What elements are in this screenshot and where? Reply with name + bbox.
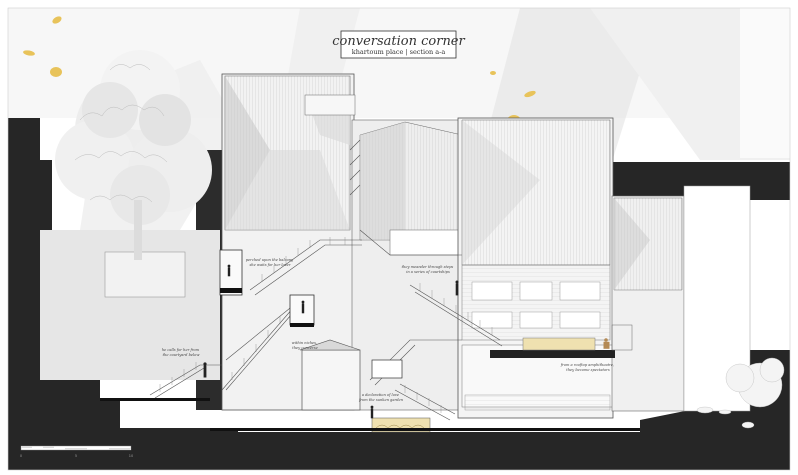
annotation-garden: a declaration of love from the sunken ga… (358, 393, 404, 402)
right-building (457, 117, 615, 419)
tree (55, 50, 212, 260)
lower-gable-building (299, 339, 361, 411)
title-place: khartoum place (352, 48, 404, 56)
human-figures (203, 264, 610, 419)
title-block: conversation corner khartoum place|secti… (332, 30, 466, 59)
annotation-steps: they meander through steps in a series o… (402, 265, 455, 274)
title-separator: | (405, 48, 407, 56)
shrub (696, 357, 785, 429)
title-sub: khartoum place|section a-a (352, 48, 446, 56)
annotation-amphitheatre: from a rooftop amphitheatre, they become… (560, 363, 615, 372)
stair-balustrades (159, 237, 493, 413)
staircases (149, 139, 503, 421)
rooftop-amphitheatre (490, 324, 633, 358)
scale-label-5: 5 (75, 454, 77, 458)
annotations: perched upon the balcony she waits for h… (162, 258, 615, 402)
dark-context-mass (8, 118, 790, 470)
background-wall (104, 251, 186, 298)
scale-label-0: 0 (20, 454, 22, 458)
ground-line (100, 398, 640, 431)
drawing-frame (7, 7, 791, 471)
central-building (351, 119, 463, 411)
annotation-niches: within niches, they converse (292, 341, 319, 350)
annotation-courtyard: he calls for her from the courtyard belo… (162, 348, 200, 357)
scale-label-10: 10 (129, 454, 133, 458)
title-main: conversation corner (332, 34, 465, 49)
annotation-balcony: perched upon the balcony she waits for h… (246, 258, 295, 267)
scale-bar: 0 5 10 (20, 445, 133, 458)
title-section: section a-a (410, 48, 446, 56)
